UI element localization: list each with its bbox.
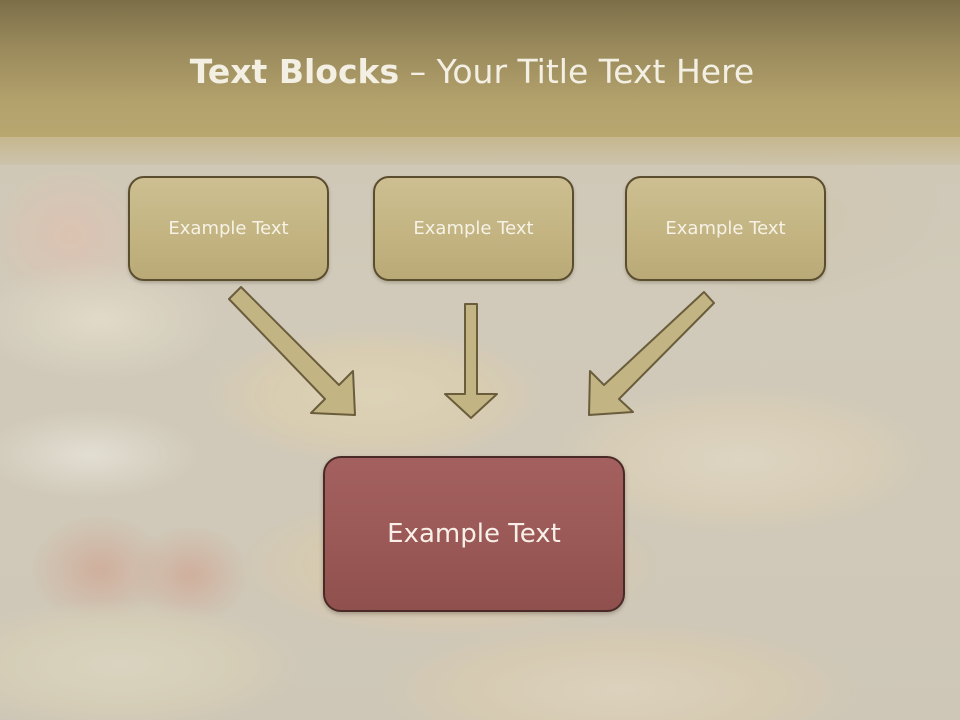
main-text-block-label: Example Text — [387, 519, 561, 549]
title-strip — [0, 137, 960, 165]
title-bar — [0, 0, 960, 137]
slide-title-rest: – Your Title Text Here — [399, 52, 755, 91]
text-block-2[interactable]: Example Text — [373, 176, 574, 281]
text-block-3[interactable]: Example Text — [625, 176, 826, 281]
main-text-block[interactable]: Example Text — [323, 456, 625, 612]
arrow-left-diagonal — [228, 286, 356, 416]
arrow-center-down — [444, 303, 498, 419]
text-block-1-label: Example Text — [168, 218, 289, 239]
text-block-2-label: Example Text — [413, 218, 534, 239]
arrow-right-diagonal — [588, 291, 715, 416]
slide-title-bold: Text Blocks — [189, 52, 400, 91]
text-block-1[interactable]: Example Text — [128, 176, 329, 281]
text-block-3-label: Example Text — [665, 218, 786, 239]
slide-title: Text Blocks – Your Title Text Here — [0, 52, 944, 91]
